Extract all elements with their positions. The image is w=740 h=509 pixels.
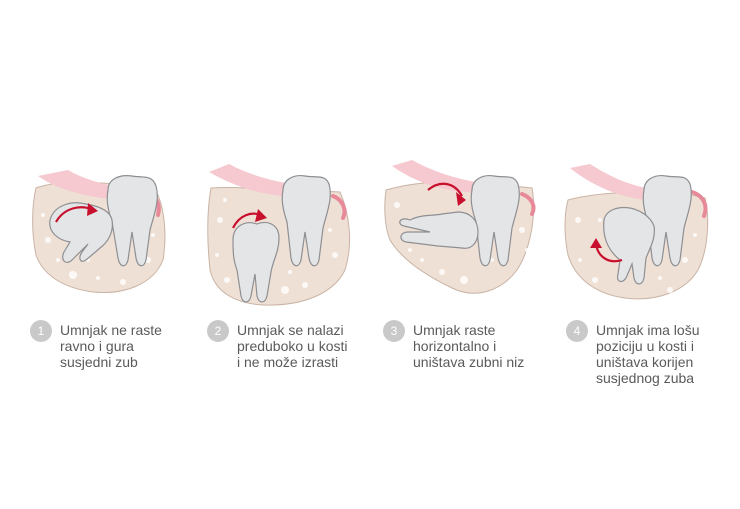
caption-text: Umnjak raste horizontalno i uništava zub… (413, 322, 553, 370)
caption-line: horizontalno i (413, 338, 497, 354)
step-number-badge: 4 (566, 320, 588, 342)
caption-line: Umnjak raste (413, 322, 496, 338)
step-number-badge: 1 (30, 320, 52, 342)
caption-line: Umnjak ne raste (60, 322, 162, 338)
arrow (427, 182, 463, 197)
caption-line: Umnjak ima lošu (596, 322, 700, 338)
caption-text: Umnjak se nalazi preduboko u kosti i ne … (237, 322, 377, 370)
neighbor-tooth (470, 175, 520, 267)
illustration-3 (382, 160, 542, 310)
caption-line: i ne može izrasti (237, 354, 339, 370)
step-number-badge: 3 (383, 320, 405, 342)
caption-line: uništava zubni niz (413, 354, 525, 370)
caption-text: Umnjak ne raste ravno i gura susjedni zu… (60, 322, 200, 370)
caption-line: poziciju u kosti i (596, 338, 695, 354)
step-number-badge: 2 (207, 320, 229, 342)
wisdom-tooth (49, 202, 113, 264)
caption-text: Umnjak ima lošu poziciju u kosti i uništ… (596, 322, 736, 386)
neighbor-tooth (106, 175, 158, 267)
illustration-4 (560, 160, 720, 310)
gum (38, 170, 159, 215)
caption-line: ravno i gura (60, 338, 134, 354)
caption-line: susjedni zub (60, 354, 138, 370)
illustration-1 (28, 160, 188, 310)
caption-line: susjednog zuba (596, 370, 695, 386)
wisdom-tooth (232, 221, 280, 303)
caption-line: preduboko u kosti (237, 338, 348, 354)
wisdom-tooth (399, 211, 479, 249)
wisdom-tooth (603, 206, 655, 285)
neighbor-tooth (281, 175, 331, 267)
illustration-2 (205, 160, 365, 310)
caption-line: uništava korijen (596, 354, 694, 370)
caption-line: Umnjak se nalazi (237, 322, 344, 338)
